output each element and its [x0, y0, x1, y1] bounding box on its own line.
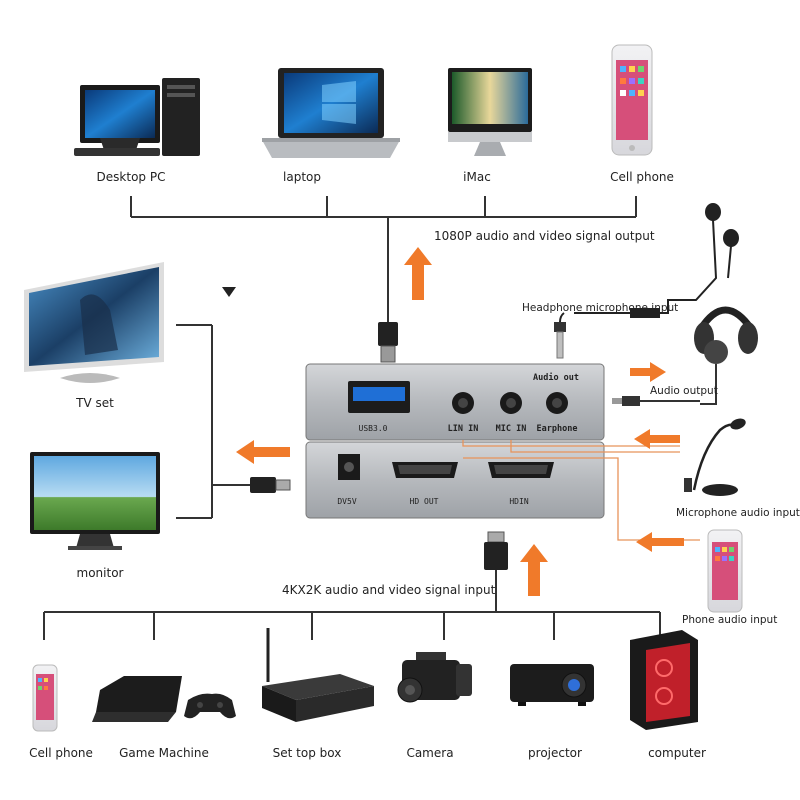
- top-cell-phone-icon: [611, 44, 653, 156]
- usb-port-label: USB3.0: [358, 424, 388, 433]
- audio-output-label: Audio output: [650, 385, 718, 397]
- game-machine-icon: [92, 676, 236, 722]
- computer-label: computer: [648, 746, 706, 760]
- camera-icon: [397, 652, 472, 703]
- bottom-cell-phone-label: Cell phone: [29, 746, 93, 760]
- phone-input-label: Phone audio input: [682, 614, 778, 626]
- laptop-icon: [262, 68, 400, 158]
- tv-set-label: TV set: [76, 396, 114, 410]
- capture-device-top-panel: [305, 363, 605, 441]
- headphone-jack-icon: [554, 308, 668, 359]
- game-machine-label: Game Machine: [119, 746, 209, 760]
- microphone-arrow-icon: [634, 429, 680, 449]
- hdmi-left-connector-icon: [250, 477, 291, 493]
- top-bus: [130, 196, 637, 322]
- projector-label: projector: [528, 746, 582, 760]
- top-cell-phone-label: Cell phone: [610, 170, 674, 184]
- right-phone-icon: [707, 529, 743, 613]
- tv-set-icon: [24, 262, 164, 383]
- audio-output-arrow-icon: [630, 362, 666, 382]
- set-top-box-label: Set top box: [272, 746, 342, 760]
- audio-out-plug-icon: [612, 396, 700, 406]
- headphone-mic-label: Headphone microphone input: [522, 302, 679, 314]
- bottom-bus: [43, 611, 661, 640]
- hd-out-label: HD OUT: [409, 497, 439, 506]
- left-arrow-icon: [236, 440, 290, 464]
- dc-port-label: DV5V: [337, 497, 357, 506]
- monitor-icon: [30, 452, 160, 550]
- desktop-pc-icon: [74, 78, 200, 156]
- earphone-label: Earphone: [536, 424, 578, 434]
- set-top-box-icon: [262, 628, 374, 722]
- usb-connector-icon: [378, 322, 398, 363]
- mic-in-label: MIC IN: [495, 424, 527, 434]
- up-arrow-bottom-icon: [520, 544, 548, 596]
- headphones-icon: [694, 306, 758, 405]
- phone-arrow-icon: [636, 532, 684, 552]
- computer-tower-icon: [630, 630, 698, 730]
- microphone-icon: [684, 418, 746, 496]
- audio-out-header: Audio out: [532, 373, 580, 383]
- top-signal-label: 1080P audio and video signal output: [434, 229, 655, 243]
- camera-label: Camera: [406, 746, 454, 760]
- bottom-cell-phone-icon: [32, 664, 58, 732]
- left-cables: [176, 324, 250, 519]
- microphone-input-label: Microphone audio input: [676, 507, 800, 519]
- earphones-icon: [667, 203, 739, 314]
- hd-in-label: HDIN: [509, 497, 529, 506]
- laptop-label: laptop: [283, 170, 321, 184]
- lin-in-label: LIN IN: [447, 424, 479, 434]
- imac-label: iMac: [463, 170, 491, 184]
- bottom-signal-label: 4KX2K audio and video signal input: [282, 583, 496, 597]
- up-arrow-top-icon: [404, 247, 432, 300]
- capture-device-bottom-panel: [305, 441, 605, 519]
- desktop-pc-label: Desktop PC: [96, 170, 166, 184]
- imac-icon: [448, 68, 532, 156]
- hdmi-bottom-connector-icon: [484, 531, 508, 612]
- projector-icon: [510, 664, 594, 706]
- monitor-label: monitor: [76, 566, 124, 580]
- small-arrow-icon: [222, 287, 236, 297]
